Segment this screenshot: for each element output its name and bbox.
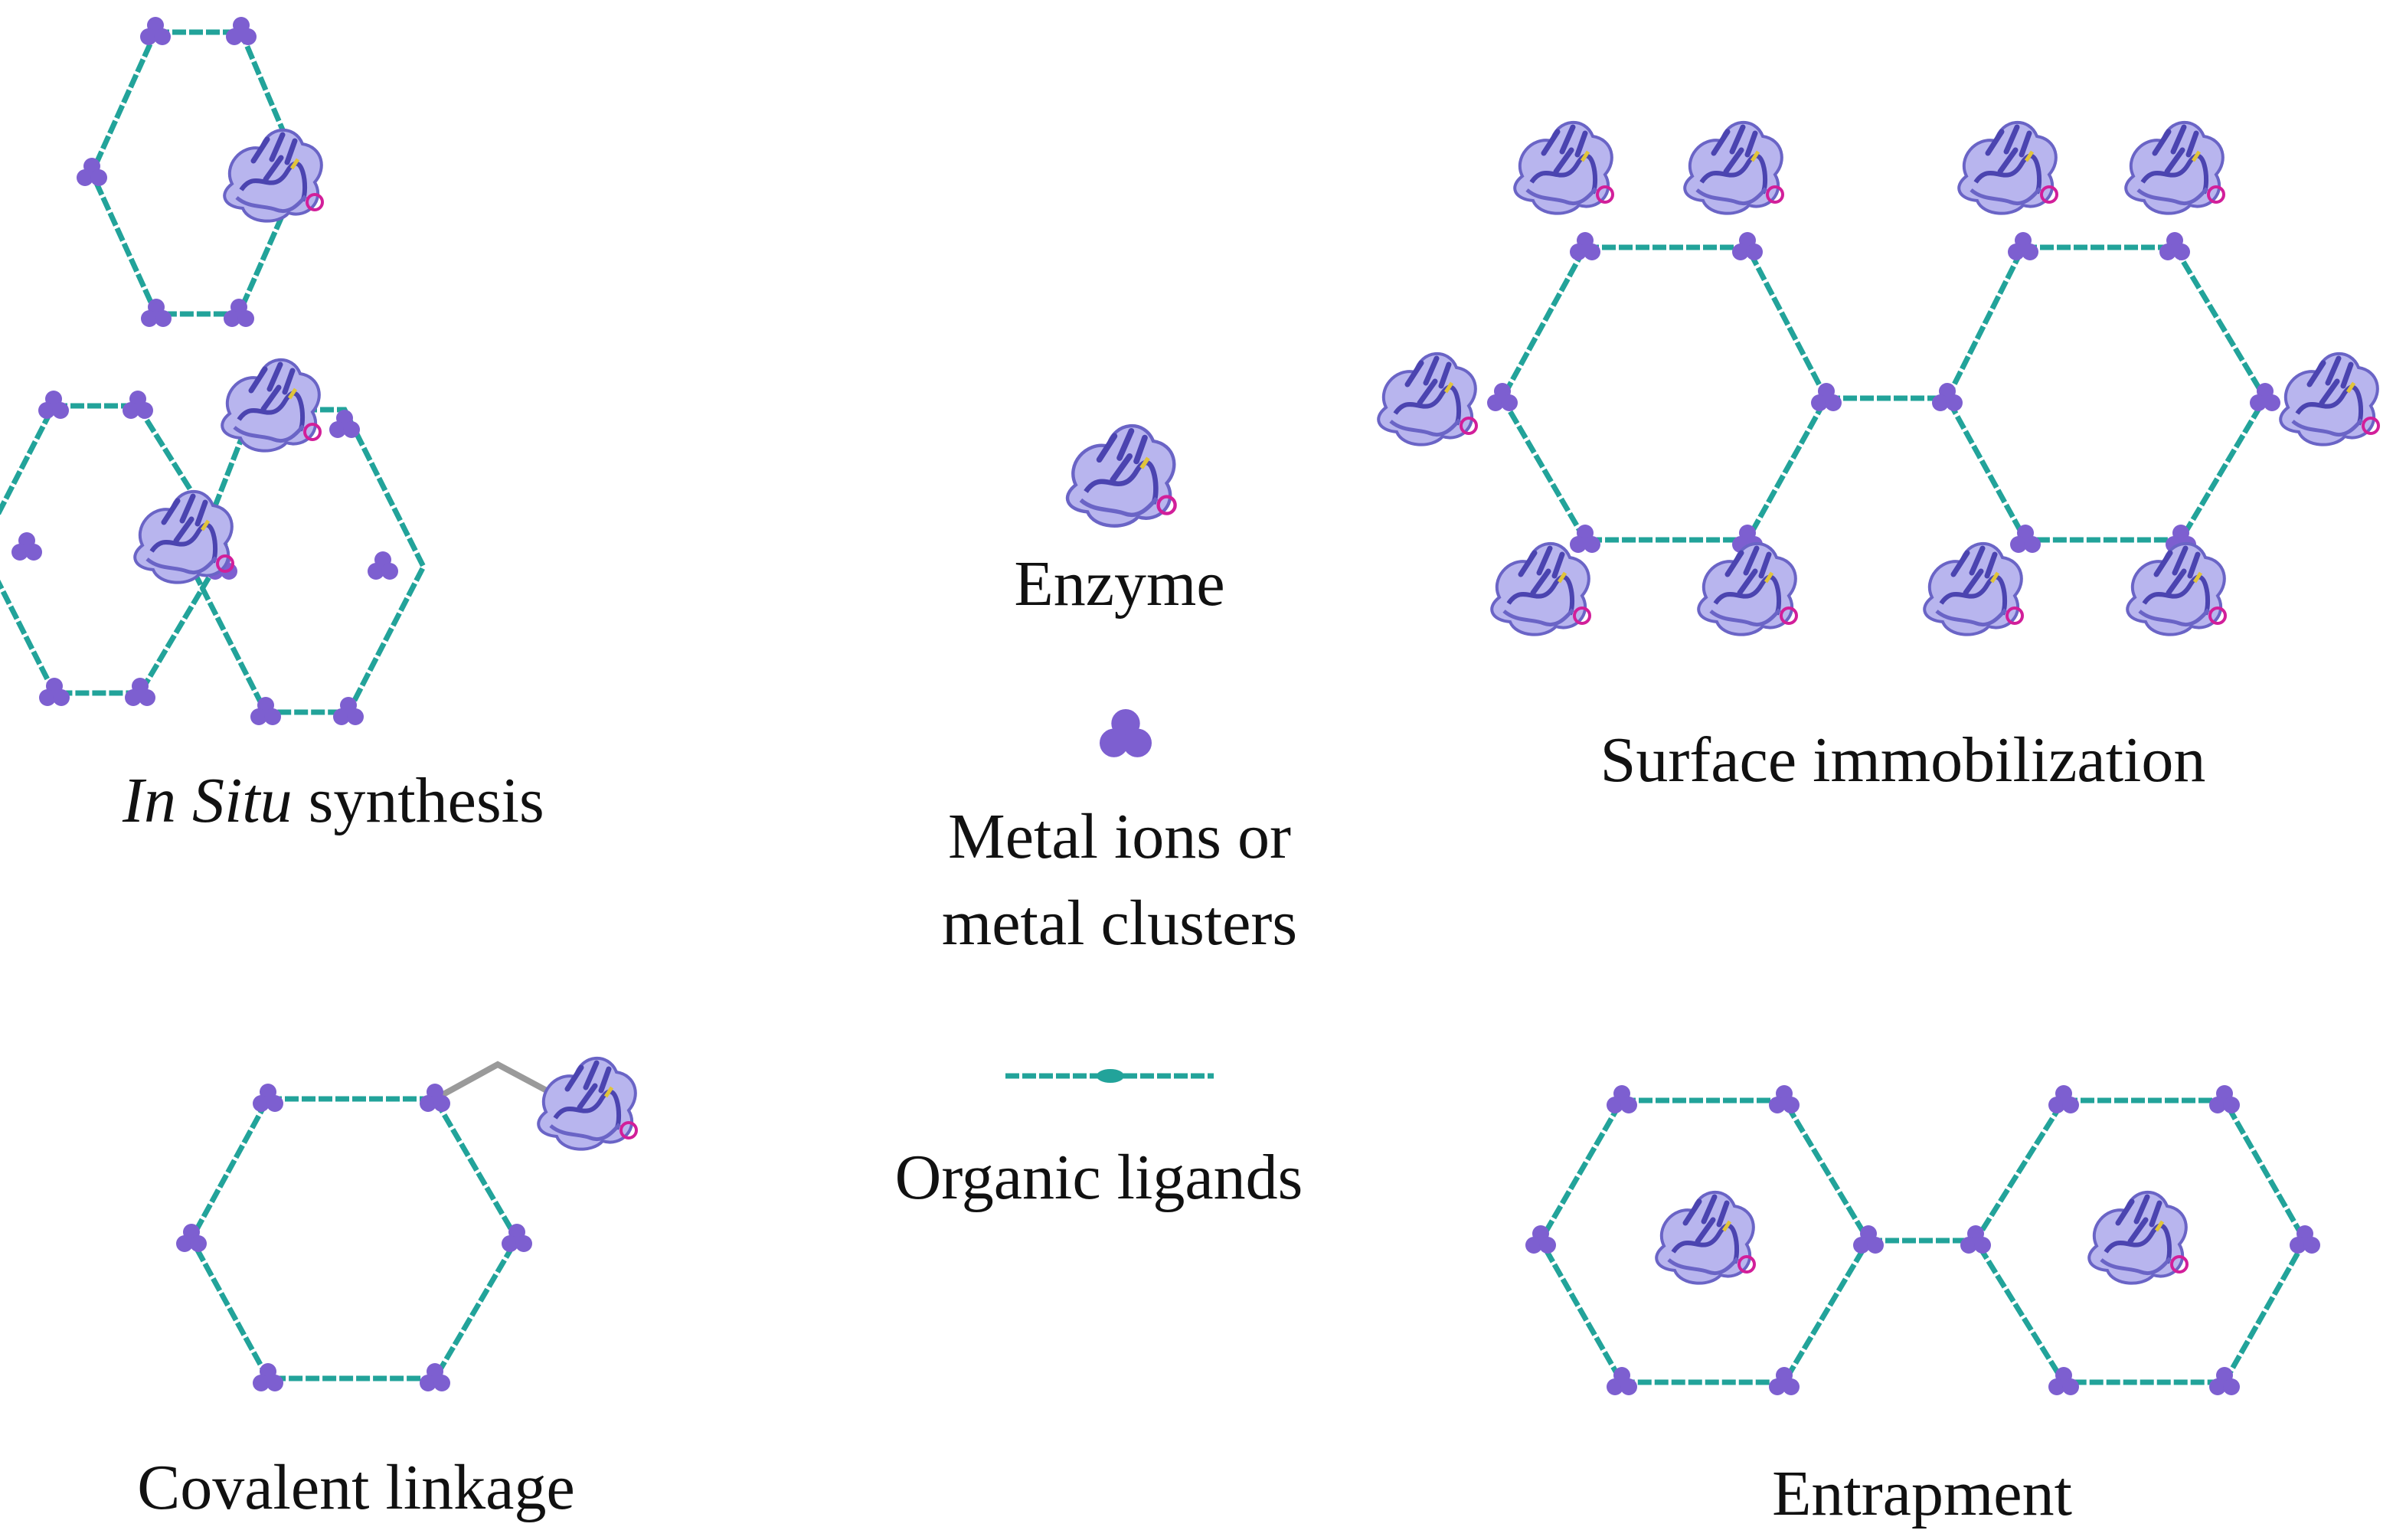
covalent-linker <box>433 1061 557 1102</box>
legend-ligand-label: Organic ligands <box>895 1142 1303 1213</box>
surface-panel: Surface immobilization <box>1378 123 2378 796</box>
covalent-metal-nodes <box>176 1084 532 1391</box>
surface-enzymes <box>1378 123 2378 635</box>
legend-metal-label-1: Metal ions or <box>948 801 1291 872</box>
enzyme-icon <box>2126 123 2224 214</box>
enzyme-icon <box>135 492 233 583</box>
in-situ-ligands <box>0 29 427 715</box>
enzyme-icon <box>1924 544 2022 635</box>
in-situ-label: In Situ synthesis <box>122 765 544 836</box>
enzyme-icon <box>1698 544 1796 635</box>
enzyme-icon <box>1959 123 2057 214</box>
enzyme-icon <box>2127 544 2225 635</box>
entrapment-enzymes <box>1656 1192 2187 1283</box>
enzyme-icon <box>538 1058 636 1149</box>
enzyme-icon <box>1515 123 1613 214</box>
enzyme-icon <box>2280 354 2378 445</box>
covalent-ligands <box>188 1096 521 1381</box>
enzyme-icon <box>222 360 320 451</box>
legend-metal-icon <box>1100 709 1152 757</box>
in-situ-label-italic: In Situ <box>122 765 293 836</box>
legend: Enzyme Metal ions or metal clusters Orga… <box>895 426 1303 1213</box>
entrapment-ligands <box>1537 1097 2309 1385</box>
enzyme-icon <box>1685 123 1783 214</box>
enzyme-icon <box>1492 544 1590 635</box>
surface-metal-nodes <box>1487 232 2280 553</box>
in-situ-metal-nodes <box>11 17 398 725</box>
entrapment-label: Entrapment <box>1772 1458 2072 1529</box>
entrapment-panel: Entrapment <box>1525 1085 2320 1529</box>
in-situ-panel: In Situ synthesis <box>0 17 544 836</box>
enzyme-icon <box>1656 1192 1754 1283</box>
covalent-panel: Covalent linkage <box>137 1058 636 1523</box>
legend-enzyme-label: Enzyme <box>1014 548 1224 620</box>
legend-metal-label-2: metal clusters <box>942 888 1297 959</box>
covalent-label: Covalent linkage <box>137 1452 575 1523</box>
legend-ligand-icon <box>1005 1069 1214 1083</box>
in-situ-enzymes <box>135 130 322 583</box>
surface-ligands <box>1499 244 2269 543</box>
enzyme-icon <box>1378 354 1476 445</box>
legend-enzyme-icon <box>1067 426 1175 526</box>
enzyme-icon <box>224 130 322 221</box>
enzyme-icon <box>2089 1192 2187 1283</box>
in-situ-label-rest: synthesis <box>293 765 544 836</box>
surface-label: Surface immobilization <box>1600 724 2206 796</box>
